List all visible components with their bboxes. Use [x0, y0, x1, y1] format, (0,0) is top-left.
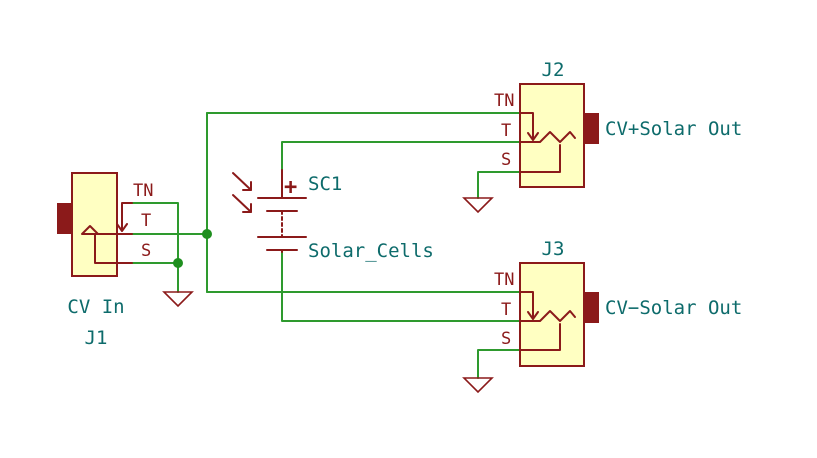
pin-label-j2-t: T [501, 121, 511, 141]
switch-arrow-j3 [527, 311, 539, 320]
wire-sc1-minus [281, 251, 521, 322]
pin-label-j1-t: T [141, 211, 151, 231]
jack-switch-contact-j1 [121, 202, 133, 231]
junction-dot-j1-sleeve [173, 258, 183, 268]
jack-plug-j3 [584, 292, 599, 323]
jack-plug-j1 [57, 203, 72, 234]
switch-arrow-j2 [527, 132, 539, 141]
pin-label-j3-tn: TN [494, 270, 514, 290]
jack-tip-contact-j1 [81, 225, 133, 235]
jack-switch-contact-j2 [519, 112, 534, 140]
pin-label-j1-s: S [141, 241, 151, 261]
value-label-j2: CV+Solar Out [605, 118, 742, 140]
jack-sleeve-contact-j3 [519, 323, 561, 351]
jack-tip-contact-j2 [519, 131, 576, 143]
jack-j1: TN T S CV In J1 [57, 172, 153, 349]
pin-label-j2-s: S [501, 150, 511, 170]
jack-j2: TN T S J2 CV+Solar Out [494, 59, 742, 188]
pin-label-j2-tn: TN [494, 91, 514, 111]
wire-j2-sleeve [477, 171, 521, 199]
jack-plug-j2 [584, 113, 599, 144]
pin-label-j3-s: S [501, 329, 511, 349]
junction-dot-cv [202, 229, 212, 239]
pin-label-j1-tn: TN [133, 181, 153, 201]
light-arrows-icon [232, 172, 252, 213]
ground-symbol-j2 [462, 197, 494, 214]
wire-j1-sleeve [131, 262, 179, 293]
jack-sleeve-contact-j1 [94, 233, 133, 264]
reference-label-j3: J3 [542, 238, 565, 260]
value-label-j1: CV In [67, 296, 124, 318]
reference-label-j1: J1 [85, 327, 108, 349]
wire-sc1-plus [281, 141, 521, 171]
value-label-j3: CV−Solar Out [605, 297, 742, 319]
jack-tip-contact-j3 [519, 310, 576, 322]
jack-sleeve-contact-j2 [519, 144, 561, 173]
reference-label-j2: J2 [542, 59, 565, 81]
jack-j3: TN T S J3 CV−Solar Out [494, 238, 742, 367]
wire-j3-sleeve [477, 349, 521, 379]
solar-cells-sc1: + SC1 Solar_Cells [232, 169, 434, 262]
pin-label-j3-t: T [501, 300, 511, 320]
value-label-sc1: Solar_Cells [308, 240, 434, 262]
switch-arrow-j1 [116, 223, 128, 232]
wires [131, 112, 521, 379]
ground-symbol-j3 [462, 377, 494, 394]
solar-cell-plus-sign: + [284, 175, 297, 200]
ground-symbol-j1 [162, 291, 194, 308]
reference-label-sc1: SC1 [308, 173, 342, 195]
wire-j1-tn [131, 202, 179, 264]
jack-switch-contact-j3 [519, 291, 534, 319]
